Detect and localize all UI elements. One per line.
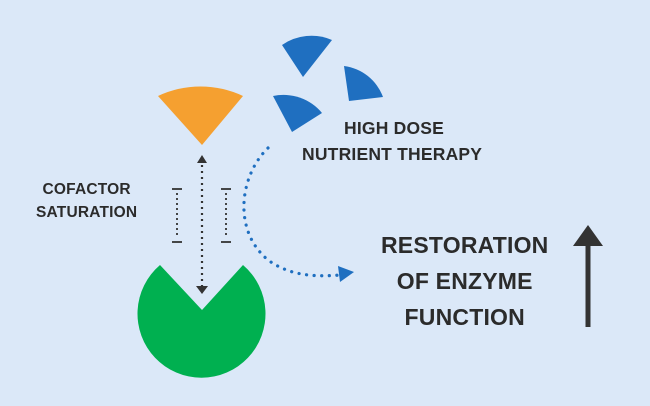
binding-arrow-down-head <box>196 286 208 294</box>
high-dose-therapy-line-2: NUTRIENT THERAPY <box>302 144 483 164</box>
restoration-label: RESTORATION OF ENZYME FUNCTION <box>381 227 548 335</box>
restoration-line-3: FUNCTION <box>404 304 525 330</box>
cofactor-saturation-line-1: COFACTOR <box>42 181 131 198</box>
high-dose-therapy-label: HIGH DOSE NUTRIENT THERAPY <box>302 115 482 167</box>
cofactor-saturation-label: COFACTOR SATURATION <box>36 178 137 224</box>
nutrient-wedge-left <box>273 94 322 132</box>
nutrient-wedge-right <box>344 66 383 101</box>
therapy-arrow-head <box>338 266 354 282</box>
restoration-line-2: OF ENZYME <box>396 268 533 294</box>
nutrient-wedge-top <box>282 35 332 77</box>
therapy-curved-dotted-arrow <box>242 146 342 278</box>
high-dose-therapy-line-1: HIGH DOSE <box>344 118 445 138</box>
enzyme-pacman <box>137 265 266 378</box>
binding-arrow-up-head <box>197 155 207 163</box>
saturation-bracket-right <box>221 188 231 243</box>
restoration-up-arrow-head <box>573 225 603 246</box>
cofactor-saturation-line-2: SATURATION <box>36 204 138 221</box>
restoration-line-1: RESTORATION <box>381 232 549 258</box>
saturation-bracket-left <box>172 188 182 243</box>
cofactor-wedge <box>158 86 243 145</box>
